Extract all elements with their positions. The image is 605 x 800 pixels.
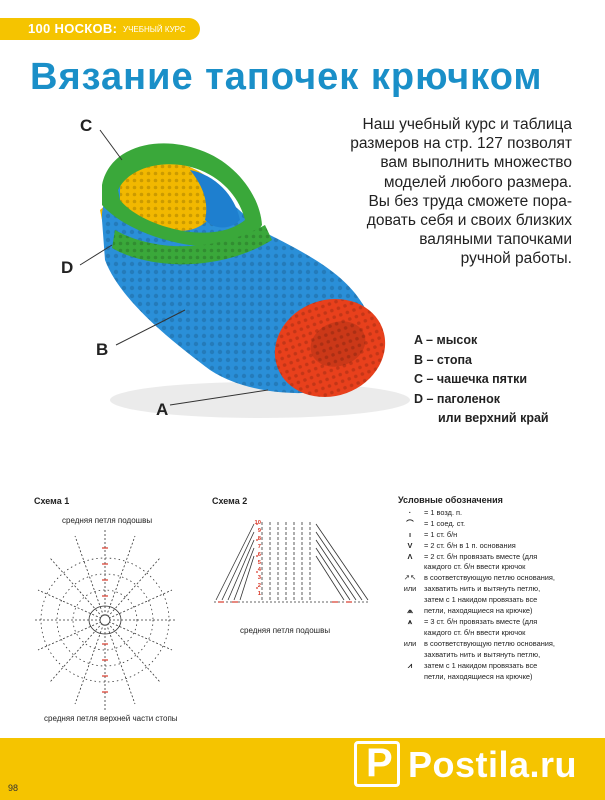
- row-label: 9: [257, 527, 261, 534]
- watermark-letter: P: [366, 741, 393, 785]
- notation-row: или в соответствующую петлю основания,: [398, 639, 603, 650]
- row-label: 6: [257, 551, 261, 558]
- row-label: 3: [257, 575, 261, 582]
- notation-row: ↗↖ в соответствующую петлю основания,: [398, 573, 603, 584]
- notation-row: ⩘ затем с 1 накидом провязать все: [398, 661, 603, 672]
- notation-row: петли, находящиеся на крючке): [398, 672, 603, 683]
- scheme2-bottom-note: средняя петля подошвы: [240, 626, 331, 635]
- callout-d: D: [61, 258, 74, 277]
- intro-line: Вы без труда сможете пора-: [368, 192, 572, 210]
- notation-text: = 1 возд. п.: [424, 507, 463, 517]
- legend-item-c: C – чашечка пятки: [414, 372, 528, 386]
- callout-c: C: [80, 116, 93, 135]
- watermark-logo-icon: P: [354, 741, 400, 787]
- dot-symbol-icon: ·: [408, 507, 412, 517]
- row-label: 4: [257, 567, 261, 574]
- notation-text: захватить нить и вытянуть петлю,: [424, 649, 541, 659]
- notation-row: захватить нить и вытянуть петлю,: [398, 650, 603, 661]
- notation-row: V = 2 ст. б/н в 1 п. основания: [398, 541, 603, 552]
- intro-line: моделей любого размера.: [383, 173, 572, 191]
- row-label: 7: [257, 543, 261, 550]
- scheme2-diagram: [214, 522, 370, 603]
- watermark-text: Postila.ru: [408, 744, 578, 785]
- footer-band: [0, 738, 605, 800]
- notation-row: каждого ст. б/н ввести крючок: [398, 562, 603, 573]
- intro-line: валяными тапочками: [419, 231, 572, 249]
- notation-text: каждого ст. б/н ввести крючок: [424, 627, 526, 637]
- legend-item-d-cont: или верхний край: [438, 411, 549, 425]
- notation-row: ⩕ петли, находящиеся на крючке): [398, 606, 603, 617]
- series-subtitle: учебный курс: [123, 25, 186, 34]
- intro-paragraph: Наш учебный курс и таблица размеров на с…: [300, 115, 572, 269]
- notation-text: = 1 ст. б/н: [424, 529, 458, 539]
- notation-row: затем с 1 накидом провязать все: [398, 595, 603, 606]
- intro-line: Наш учебный курс и таблица: [362, 116, 572, 133]
- slipper-illustration: [79, 129, 410, 418]
- parts-legend: A – мысок B – стопа C – чашечка пятки D …: [414, 331, 594, 429]
- intro-line: ручной работы.: [460, 250, 572, 268]
- series-title: 100 НОСКОВ:: [28, 21, 118, 36]
- notation-text: = 2 ст. б/н провязать вместе (для: [424, 551, 538, 561]
- row-label: 1: [257, 591, 261, 598]
- notation-row: · = 1 возд. п.: [398, 508, 603, 519]
- notation-text: = 1 соед. ст.: [424, 518, 466, 528]
- notation-or: или: [403, 584, 417, 594]
- intro-line: вам выполнить множество: [380, 154, 572, 172]
- row-label: 2: [257, 583, 261, 590]
- notation-row: или захватить нить и вытянуть петлю,: [398, 584, 603, 595]
- notation-or: или: [403, 638, 417, 648]
- legend-item-b: B – стопа: [414, 352, 472, 367]
- row-label: 5: [257, 559, 261, 566]
- notation-row: ı = 1 ст. б/н: [398, 530, 603, 541]
- page-number: 98: [8, 783, 19, 793]
- scheme1-diagram: [35, 530, 175, 710]
- notation-text: в соответствующую петлю основания,: [424, 573, 555, 583]
- notation-text: в соответствующую петлю основания,: [424, 638, 555, 648]
- notation-text: = 2 ст. б/н в 1 п. основания: [424, 540, 516, 550]
- legend-item-d: D – паголенок: [414, 391, 500, 406]
- scheme1-bottom-note: средняя петля верхней части стопы: [44, 714, 178, 723]
- alt-decrease-symbol-2-icon: ⩕: [407, 606, 413, 616]
- legend-item-a: A – мысок: [414, 333, 478, 347]
- notation-text: петли, находящиеся на крючке): [424, 606, 533, 616]
- row-label: 10: [254, 520, 261, 526]
- notation-text: каждого ст. б/н ввести крючок: [424, 562, 526, 572]
- page-title: Вязание тапочек крючком: [30, 56, 543, 98]
- notation-text: затем с 1 накидом провязать все: [424, 595, 538, 605]
- scheme2-title: Схема 2: [212, 496, 248, 506]
- scheme2-row-labels: 10 9 8 7 6 5 4 3 2 1: [249, 520, 261, 599]
- v-symbol-icon: V: [407, 540, 413, 550]
- triple-decrease-symbol-icon: ⩚: [407, 616, 413, 626]
- notation-row: каждого ст. б/н ввести крючок: [398, 628, 603, 639]
- callout-b: B: [96, 340, 109, 359]
- intro-line: размеров на стр. 127 позволят: [350, 135, 572, 153]
- inverted-v-symbol-icon: Λ: [407, 551, 413, 561]
- notation-row: Λ = 2 ст. б/н провязать вместе (для: [398, 552, 603, 563]
- series-header-band: 100 НОСКОВ: учебный курс: [0, 18, 200, 40]
- notation-title: Условные обозначения: [398, 495, 503, 505]
- notation-text: затем с 1 накидом провязать все: [424, 660, 538, 670]
- notation-text: петли, находящиеся на крючке): [424, 671, 533, 681]
- bar-symbol-icon: ı: [408, 529, 412, 539]
- alt-decrease-symbol-icon: ↗↖: [403, 573, 417, 583]
- row-label: 8: [257, 535, 261, 542]
- notation-text: захватить нить и вытянуть петлю,: [424, 584, 541, 594]
- intro-line: довать себя и своих близких: [366, 212, 572, 230]
- callout-a: A: [156, 400, 169, 419]
- alt-triple-symbol-icon: ⩘: [407, 660, 413, 670]
- notation-legend: Условные обозначения · = 1 возд. п. ⌒ = 1 …: [398, 495, 603, 682]
- notation-text: = 3 ст. б/н провязать вместе (для: [424, 616, 538, 626]
- scheme1-top-note: средняя петля подошвы: [62, 516, 153, 525]
- notation-row: ⩚ = 3 ст. б/н провязать вместе (для: [398, 617, 603, 628]
- arc-symbol-icon: ⌒: [406, 518, 414, 528]
- scheme1-title: Схема 1: [34, 496, 70, 506]
- notation-row: ⌒ = 1 соед. ст.: [398, 519, 603, 530]
